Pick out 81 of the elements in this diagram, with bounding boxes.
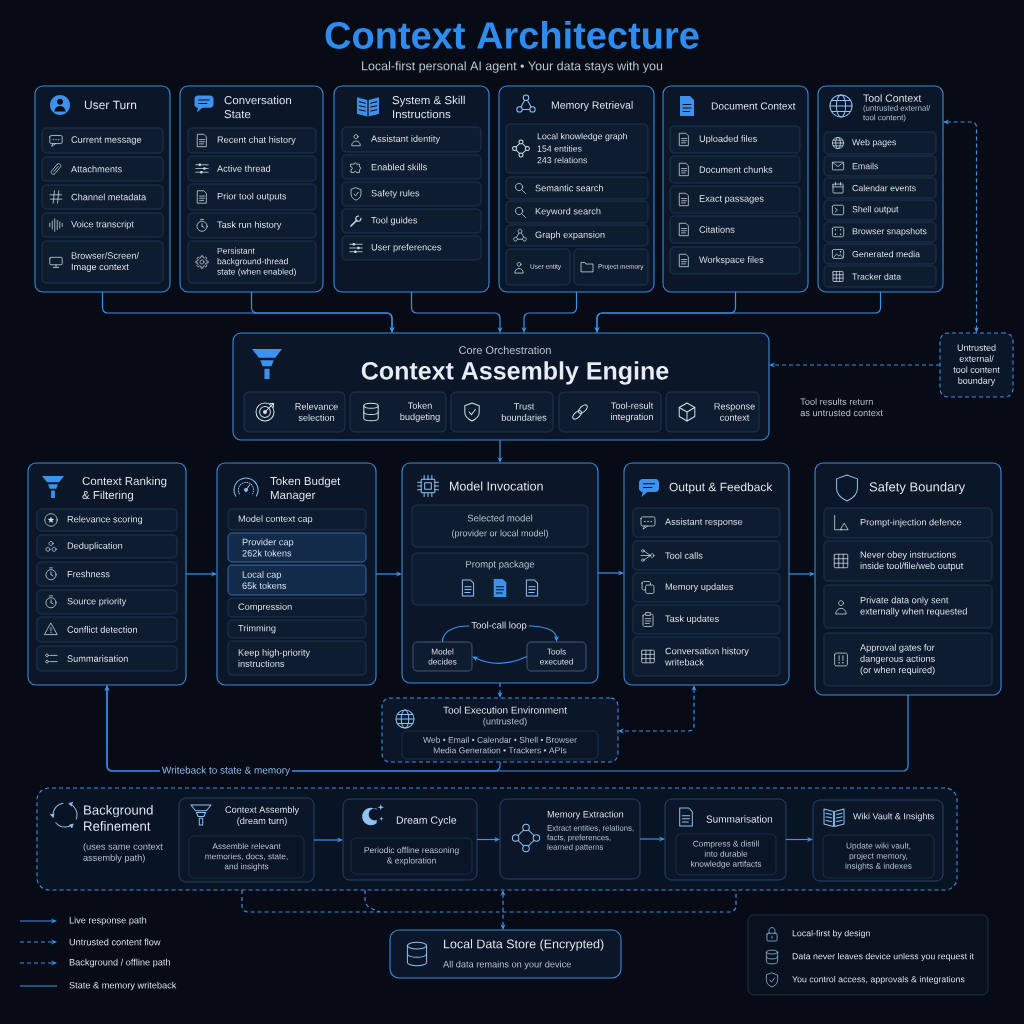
list-item: Keep high-priority instructions [227,640,367,676]
list-item: Enabled skills [341,154,482,180]
list-item: Task updates [632,604,781,635]
description-box: Update wiki vault, project memory, insights & indexes [822,834,935,879]
list-item: Keyword search [505,200,649,224]
step-box: Tools executed [526,641,587,672]
dashed-double-arrow [500,890,506,930]
list-item: User preferences [341,235,482,261]
list-item: Tool calls [632,540,781,571]
list-item: Recent chat history [187,127,317,154]
list-item: Safety rules [341,181,482,207]
legend-text: State & memory writeback [69,981,177,991]
list-item: Generated media [823,243,937,265]
feature-chip: Response context [665,391,760,433]
list-item: Freshness [36,561,178,587]
list-item: Provider cap 262k tokens [227,532,367,563]
arrow [472,655,528,665]
list-item: Document chunks [669,155,801,184]
list-item: Attachments [41,156,164,182]
step-box: Model decides [412,641,473,672]
list-item: Trimming [227,619,367,639]
edge-label: Tool results return as untrusted context [800,398,883,417]
list-item: Shell output [823,199,937,221]
list-item: Summarisation [36,645,178,672]
feature-chip: Relevance selection [243,391,346,433]
list-item: Local cap 65k tokens [227,564,367,596]
legend-text: Background / offline path [69,958,170,968]
list-item: Compression [227,597,367,618]
list-item: Emails [823,155,937,177]
list-item: Citations [669,215,801,244]
list-item: Browser snapshots [823,221,937,243]
list-item: Assistant identity [341,126,482,153]
list-item: Prompt-injection defence [823,507,993,539]
list-item: Workspace files [669,246,801,275]
list-item: Source priority [36,589,178,615]
storage-box: Local Data Store (Encrypted) All data remains on your device [389,929,622,979]
list-item: Approval gates for dangerous actions (or when required) [823,632,993,687]
list-item: Conflict detection [36,616,178,643]
title: Context Architecture [325,21,699,49]
legend-text: Live response path [69,916,147,926]
info-box: Local-first by design Data never leaves device unless you request it You control access, approvals & integrations [747,914,989,996]
list-item: Tool guides [341,208,482,234]
list-item: Channel metadata [41,184,164,210]
description-box: Assemble relevant memories, docs, state, and insights [188,835,305,879]
legend-text: Untrusted content flow [69,938,161,946]
list-item: Uploaded files [669,125,801,154]
list-item: Voice transcript [41,212,164,238]
list-item: Graph expansion [505,224,649,247]
subtitle: Local-first personal AI agent • Your data stays with you [362,61,663,73]
feature-chip: Trust boundaries [450,391,554,433]
list-item: Persistant background-thread state (when enabled) [187,240,317,284]
list-item: Current message [41,127,164,154]
dashed-box: Untrusted external/ tool content boundary [939,332,1014,398]
edge-label: Writeback to state & memory [159,764,293,778]
list-item: Model context cap [227,508,367,531]
list-item: Active thread [187,155,317,182]
feature-chip: Token budgeting [349,391,447,433]
list-item: Tracker data [823,265,937,288]
detail-box: Selected model (provider or local model) [411,504,589,548]
list-item: Deduplication [36,534,178,559]
feature-chip: Tool-result integration [558,391,662,433]
list-item: Exact passages [669,185,801,214]
list-item: Calendar events [823,177,937,199]
description-box: Web • Email • Calendar • Shell • Browser Media Generation • Trackers • APIs [401,730,599,760]
arrow [410,291,503,333]
arrow [250,291,395,333]
list-item: Conversation history writeback [632,636,781,677]
list-item: Local knowledge graph 154 entities 243 relations [505,123,649,174]
list-item: Prior tool outputs [187,183,317,211]
list-item: Memory updates [632,572,781,603]
description-box: Compress & distill into durable knowledge artifacts [675,833,777,876]
list-item: Web pages [823,131,937,155]
description-box: Periodic offline reasoning & exploration [350,837,473,875]
list-item: Semantic search [505,176,649,200]
list-item: Browser/Screen/ Image context [41,240,164,284]
list-item: Private data only sent externally when requested [823,584,993,629]
list-item: Assistant response [632,507,781,538]
list-item: Never obey instructions inside tool/file/web output [823,540,993,582]
list-item: Task run history [187,212,317,239]
list-item: Relevance scoring [36,508,178,532]
detail-box: Prompt package [411,552,589,606]
